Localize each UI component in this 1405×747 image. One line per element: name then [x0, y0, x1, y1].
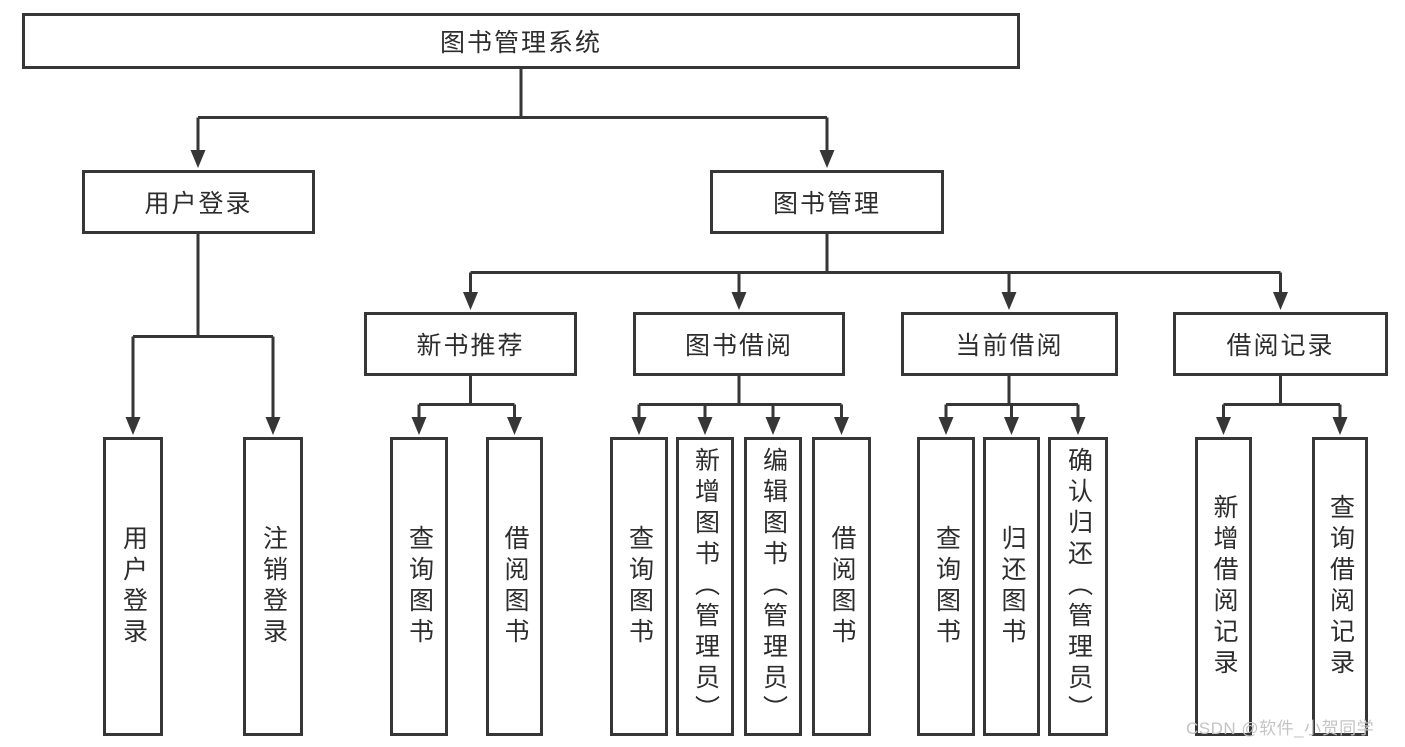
leaf-borrow-query-book-label: 查询图书: [625, 524, 654, 649]
node-book-management: 图书管理: [710, 170, 944, 234]
leaf-records-add-record: 新增借阅记录: [1195, 437, 1252, 736]
leaf-user-login: 用户登录: [103, 437, 163, 736]
leaf-recommend-query-book-label: 查询图书: [405, 524, 434, 649]
leaf-current-return-book: 归还图书: [983, 437, 1040, 736]
node-user-login: 用户登录: [82, 170, 315, 234]
leaf-current-return-book-label: 归还图书: [998, 524, 1026, 649]
leaf-borrow-edit-book-admin-label: 编辑图书（管理员）: [759, 447, 788, 726]
node-book-borrowing: 图书借阅: [633, 312, 845, 376]
leaf-user-login-label: 用户登录: [119, 524, 148, 649]
leaf-current-query-book: 查询图书: [917, 437, 975, 736]
leaf-recommend-query-book: 查询图书: [390, 437, 448, 736]
leaf-current-query-book-label: 查询图书: [932, 524, 961, 649]
leaf-records-query-record-label: 查询借阅记录: [1326, 493, 1355, 680]
leaf-borrow-borrow-book: 借阅图书: [812, 437, 871, 736]
node-borrowing-records: 借阅记录: [1173, 312, 1388, 376]
csdn-watermark: CSDN @软件_小贺同学: [1186, 719, 1375, 738]
node-library-system: 图书管理系统: [22, 13, 1020, 69]
leaf-recommend-borrow-book-label: 借阅图书: [501, 524, 529, 649]
leaf-current-confirm-return-admin: 确认归还（管理员）: [1048, 437, 1108, 736]
leaf-recommend-borrow-book: 借阅图书: [486, 437, 543, 736]
node-new-book-recommend: 新书推荐: [364, 312, 577, 376]
leaf-logout: 注销登录: [243, 437, 303, 736]
leaf-borrow-edit-book-admin: 编辑图书（管理员）: [744, 437, 802, 736]
leaf-records-query-record: 查询借阅记录: [1312, 437, 1368, 736]
node-current-borrowing: 当前借阅: [901, 312, 1118, 376]
leaf-borrow-query-book: 查询图书: [610, 437, 668, 736]
leaf-borrow-borrow-book-label: 借阅图书: [828, 524, 856, 649]
leaf-current-confirm-return-admin-label: 确认归还（管理员）: [1064, 447, 1093, 726]
leaf-records-add-record-label: 新增借阅记录: [1210, 493, 1238, 680]
leaf-borrow-add-book-admin-label: 新增图书（管理员）: [691, 447, 720, 726]
leaf-borrow-add-book-admin: 新增图书（管理员）: [676, 437, 734, 736]
leaf-logout-label: 注销登录: [259, 524, 288, 649]
